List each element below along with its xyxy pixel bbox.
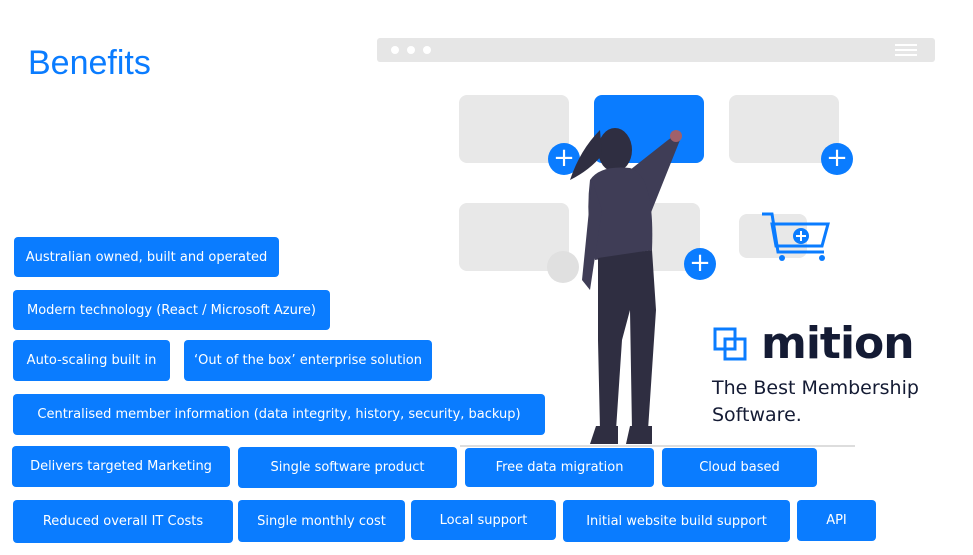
benefit-enterprise-solution[interactable]: ‘Out of the box’ enterprise solution [184,340,432,381]
circle-illustration [547,251,579,283]
browser-bar-illustration [377,38,935,62]
benefit-monthly-cost[interactable]: Single monthly cost [238,500,405,542]
benefit-single-software[interactable]: Single software product [238,447,457,488]
page-title: Benefits [28,44,151,82]
benefit-auto-scaling[interactable]: Auto-scaling built in [13,340,170,381]
tagline: The Best Membership Software. [712,375,919,429]
brand-name: mition [761,318,915,369]
tagline-line-2: Software. [712,404,802,426]
benefit-centralised-info[interactable]: Centralised member information (data int… [13,394,545,435]
hamburger-icon [895,44,917,59]
benefit-targeted-marketing[interactable]: Delivers targeted Marketing [12,446,230,487]
benefit-free-migration[interactable]: Free data migration [465,448,654,487]
benefit-cloud-based[interactable]: Cloud based [662,448,817,487]
tagline-line-1: The Best Membership [712,377,919,399]
benefit-reduced-costs[interactable]: Reduced overall IT Costs [13,500,233,543]
benefit-website-build[interactable]: Initial website build support [563,500,790,542]
floor-line [460,445,855,447]
benefit-modern-technology[interactable]: Modern technology (React / Microsoft Azu… [13,290,330,330]
logo-mark-icon [713,327,747,360]
mition-logo: mition [713,318,915,369]
benefit-api[interactable]: API [797,500,876,541]
window-dot-icon [407,46,415,54]
plus-icon: + [548,143,580,175]
plus-icon: + [821,143,853,175]
plus-icon: + [684,248,716,280]
cart-icon [762,212,830,261]
benefit-local-support[interactable]: Local support [411,500,556,540]
benefit-australian-owned[interactable]: Australian owned, built and operated [14,237,279,277]
person-illustration [570,128,682,444]
card-illustration [729,95,839,163]
window-dot-icon [391,46,399,54]
window-dot-icon [423,46,431,54]
